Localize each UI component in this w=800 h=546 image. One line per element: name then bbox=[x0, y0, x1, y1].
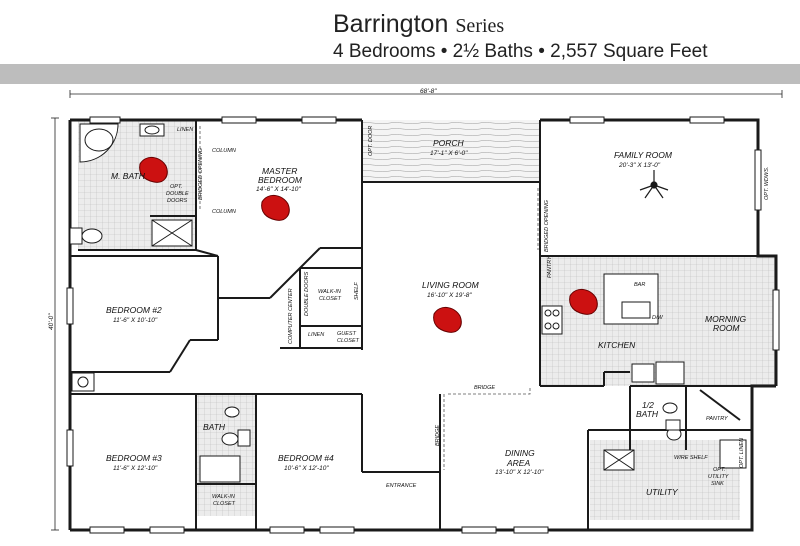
header-band bbox=[0, 64, 800, 84]
opt-linen-note: OPT. LINEN bbox=[739, 438, 745, 468]
opt-double-doors-1: OPT. bbox=[170, 184, 182, 190]
porch-dim: 17'-1" X 6'-0" bbox=[430, 150, 468, 157]
opt-wdws-note: OPT. WDWS. bbox=[764, 167, 770, 200]
interior-walls bbox=[70, 120, 776, 530]
bedroom3-label: BEDROOM #3 bbox=[106, 453, 162, 463]
porch-label: PORCH bbox=[433, 138, 465, 148]
dining-label-2: AREA bbox=[506, 458, 530, 468]
linen-note-2: LINEN bbox=[308, 332, 324, 338]
red-marker-icon bbox=[139, 157, 168, 183]
bath-label: BATH bbox=[203, 422, 226, 432]
light-markers bbox=[139, 157, 598, 333]
bedroom2-label: BEDROOM #2 bbox=[106, 305, 162, 315]
opt-utility-sink-1: OPT. bbox=[713, 467, 725, 473]
bedroom3-dim: 11'-6" X 12'-10" bbox=[113, 465, 158, 472]
guest-closet-1: GUEST bbox=[337, 331, 357, 337]
series-name: Barrington bbox=[333, 10, 449, 38]
opt-double-doors-3: DOORS bbox=[167, 198, 188, 204]
family-room-dim: 20'-3" X 13'-0" bbox=[618, 162, 661, 169]
bridged-opening-note-1: BRIDGED OPENING bbox=[198, 147, 204, 200]
plan-specs: 4 Bedrooms • 2½ Baths • 2,557 Square Fee… bbox=[333, 41, 708, 62]
dimension-lines bbox=[51, 90, 783, 531]
bar-note: BAR bbox=[634, 282, 645, 288]
wire-shelf-note: WIRE SHELF bbox=[674, 455, 708, 461]
porch-floor bbox=[362, 120, 540, 182]
master-bedroom-label-2: BEDROOM bbox=[258, 175, 303, 185]
shelf-note: SHELF bbox=[354, 282, 360, 300]
master-bedroom-label-1: MASTER bbox=[262, 166, 297, 176]
opt-double-doors-2: DOUBLE bbox=[166, 191, 189, 197]
guest-closet-2: CLOSET bbox=[337, 338, 360, 344]
family-room-label: FAMILY ROOM bbox=[614, 150, 673, 160]
dw-note: D/W bbox=[652, 315, 664, 321]
pantry-note: PANTRY bbox=[706, 416, 728, 422]
dining-dim: 13'-10" X 12'-10" bbox=[495, 469, 544, 476]
ceiling-fan-icon bbox=[639, 170, 669, 199]
living-room-label: LIVING ROOM bbox=[422, 280, 480, 290]
bridge-lines bbox=[199, 126, 539, 470]
column-note-bottom: COLUMN bbox=[212, 209, 236, 215]
depth-dimension: 40'-0" bbox=[48, 313, 55, 330]
fixtures bbox=[69, 123, 747, 483]
opt-utility-sink-2: UTILITY bbox=[708, 474, 729, 480]
red-marker-icon bbox=[261, 195, 290, 221]
master-bedroom-dim: 14'-6" X 14'-10" bbox=[256, 186, 301, 193]
opt-door-note: OPT. DOOR bbox=[368, 126, 374, 156]
walk-in-closet2-2: CLOSET bbox=[213, 501, 236, 507]
computer-center-note: COMPUTER CENTER bbox=[288, 288, 294, 344]
bridged-opening-note-2: BRIDGED OPENING bbox=[544, 199, 550, 252]
series-word: Series bbox=[455, 15, 505, 37]
walk-in-closet-1: WALK-IN bbox=[318, 289, 341, 295]
m-bath-label: M. BATH bbox=[111, 171, 146, 181]
pantry-note-v: PANTRY bbox=[547, 256, 553, 278]
bedroom4-label: BEDROOM #4 bbox=[278, 453, 334, 463]
red-marker-icon bbox=[433, 307, 462, 333]
morning-room-label-1: MORNING bbox=[705, 314, 746, 324]
utility-label: UTILITY bbox=[646, 487, 679, 497]
opt-utility-sink-3: SINK bbox=[711, 481, 724, 487]
linen-note: LINEN bbox=[177, 127, 193, 133]
half-bath-label-1: 1/2 bbox=[642, 400, 654, 410]
bedroom2-dim: 11'-6" X 10'-10" bbox=[113, 317, 158, 324]
bedroom4-dim: 10'-6" X 12'-10" bbox=[284, 465, 329, 472]
column-note-top: COLUMN bbox=[212, 148, 236, 154]
bridge-note-h: BRIDGE bbox=[474, 385, 495, 391]
bridge-note-v: BRIDGE bbox=[435, 425, 441, 446]
dining-label-1: DINING bbox=[505, 448, 535, 458]
living-room-dim: 16'-10" X 19'-8" bbox=[427, 292, 472, 299]
walk-in-closet2-1: WALK-IN bbox=[212, 494, 235, 500]
plan-title: Barrington Series bbox=[333, 10, 504, 39]
entrance-label: ENTRANCE bbox=[386, 483, 417, 489]
windows bbox=[66, 116, 780, 534]
walk-in-closet-2: CLOSET bbox=[319, 296, 342, 302]
kitchen-label: KITCHEN bbox=[598, 340, 636, 350]
width-dimension: 68'-8" bbox=[420, 88, 437, 95]
red-marker-icon bbox=[569, 289, 598, 315]
morning-room-label-2: ROOM bbox=[713, 323, 740, 333]
double-doors-note: DOUBLE DOORS bbox=[304, 271, 310, 316]
half-bath-label-2: BATH bbox=[636, 409, 659, 419]
